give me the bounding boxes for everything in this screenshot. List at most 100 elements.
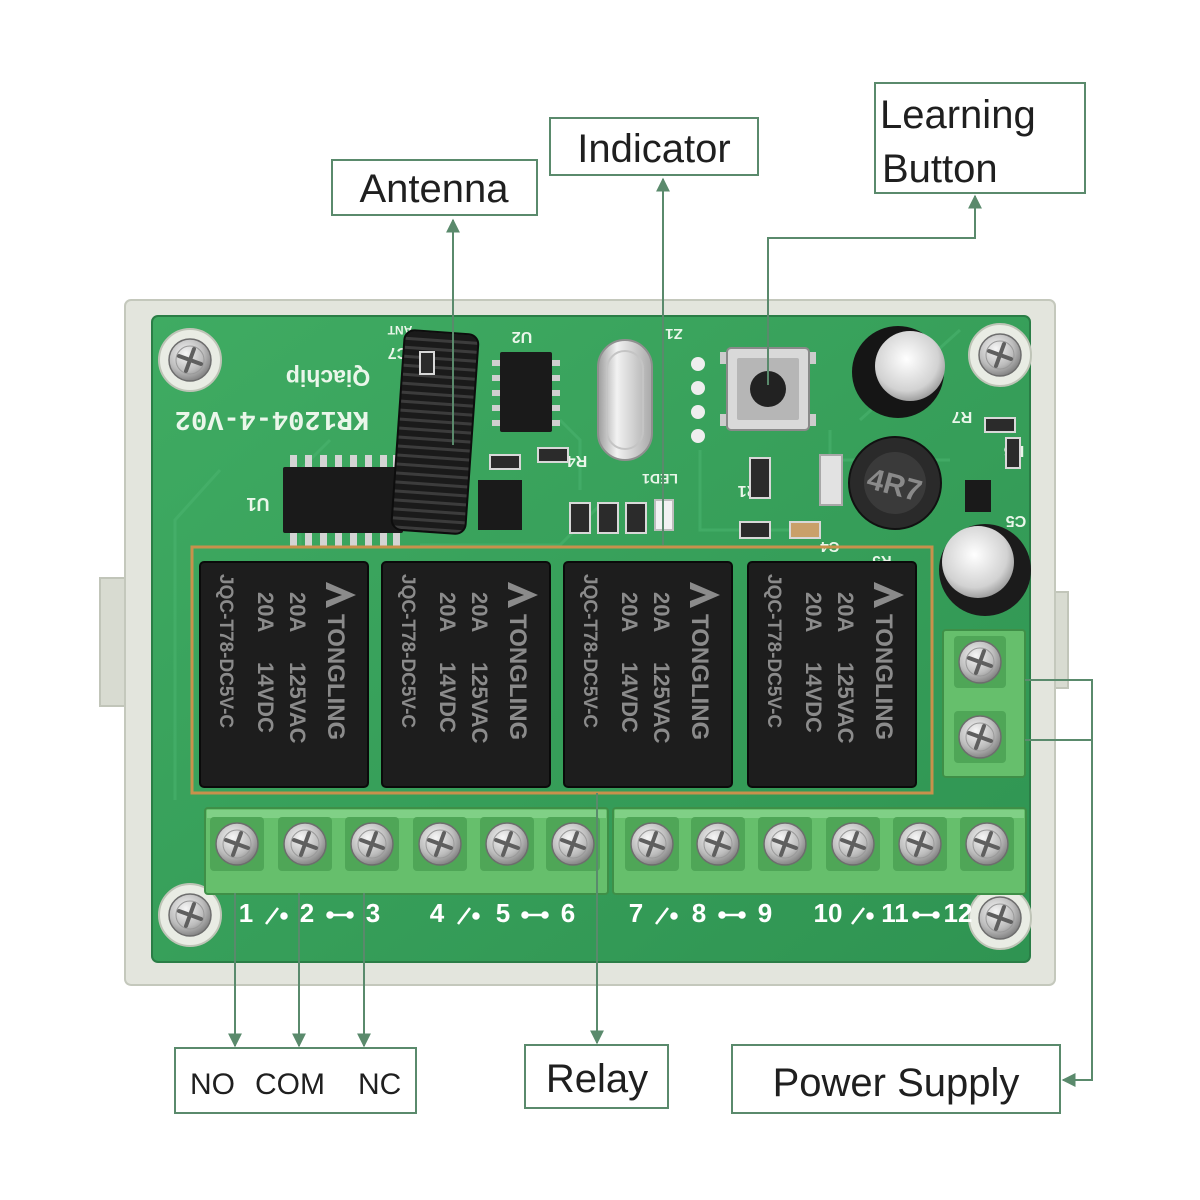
callout-box [331,159,538,216]
relay-model: JQC-T78-DC5V-C [579,574,600,728]
callout-box [524,1044,669,1109]
pad [691,405,705,419]
pad [691,357,705,371]
terminal-number: 2 [300,898,314,928]
callout-box [731,1044,1061,1114]
contact-symbols [265,907,940,925]
mounting-screw [167,892,213,938]
silkscreen: Qiachip KR1204-4-V02 ANT C7 U2 Z1 R4 LED… [175,323,1026,569]
terminal-screw [897,821,943,867]
relay-markings: TONGLING 20A 125VAC 20A 14VDC JQC-T78-DC… [215,574,356,744]
silk-r4: R4 [567,452,588,469]
smd-part [625,502,647,534]
relay-body [381,561,551,788]
relay-brand-logo [508,582,538,608]
relay-current: 20A [435,592,460,632]
terminal-number: 3 [366,898,380,928]
callout-box [174,1047,417,1114]
relay-1: TONGLING 20A 125VAC 20A 14VDC JQC-T78-DC… [199,561,369,788]
callout-label: Button [882,147,998,191]
terminal-number: 9 [758,898,772,928]
terminal-number: 4 [430,898,445,928]
no-contact-symbol-dot [280,912,288,920]
chip-body [500,352,552,432]
capacitor-top-face [942,526,1014,598]
smd-part [597,502,619,534]
relay-3: TONGLING 20A 125VAC 20A 14VDC JQC-T78-DC… [563,561,733,788]
relay-current: 20A [285,592,310,632]
relay-brand: TONGLING [870,614,897,740]
relay-brand: TONGLING [686,614,713,740]
terminal-block-lip [207,810,606,818]
relay-rating-ac: 125VAC [649,662,674,744]
mounting-holes [158,323,1032,950]
terminal-screw [629,821,675,867]
diode [819,454,843,506]
callout-label: Power Supply [773,1061,1020,1105]
relay-markings: TONGLING 20A 125VAC 20A 14VDC JQC-T78-DC… [579,574,720,744]
smd-part [749,457,771,499]
board-brand: Qiachip [286,365,370,391]
callout-label: Learning [880,93,1036,137]
chip-body [283,467,403,533]
relay-current: 20A [833,592,858,632]
mounting-screw [977,332,1023,378]
terminal-screw [282,821,328,867]
terminal-screw [762,821,808,867]
relay-brand: TONGLING [322,614,349,740]
callout-learning-button: Learning Button [874,82,1086,194]
callout-relay: Relay [524,1044,669,1109]
no-contact-symbol [265,907,279,925]
no-contact-symbol [655,907,669,925]
terminal-screw [484,821,530,867]
callout-label: Indicator [577,127,730,171]
antenna-coil [390,329,480,535]
relay-markings: TONGLING 20A 125VAC 20A 14VDC JQC-T78-DC… [763,574,904,744]
smd-part [1005,437,1021,469]
silk-u2: U2 [512,328,533,345]
switch-leg [720,414,729,426]
nc-contact-symbol-dot [521,911,529,919]
no-contact-symbol [457,907,471,925]
crystal-body [597,339,653,461]
relay-rating-ac: 125VAC [285,662,310,744]
nc-contact-symbol-dot [738,911,746,919]
terminal-screw [830,821,876,867]
relay-rating-dc: 14VDC [801,662,826,733]
nc-contact-symbol-dot [346,911,354,919]
switch-leg [807,352,816,364]
callout-label-nc: NC [358,1068,401,1101]
smd-part [984,417,1016,433]
relay-brand: TONGLING [504,614,531,740]
relay-brand-logo [690,582,720,608]
callout-box [549,117,759,176]
terminal-number: 12 [944,898,973,928]
relay-current: 20A [467,592,492,632]
relay-rating-dc: 14VDC [617,662,642,733]
relay-brand-logo [874,582,904,608]
nc-contact-symbol-dot [718,911,726,919]
terminal-block-lip [615,810,1024,818]
relay-rating-dc: 14VDC [253,662,278,733]
silk-c5: C5 [1006,512,1027,529]
relay-model: JQC-T78-DC5V-C [397,574,418,728]
relay-body [563,561,733,788]
relay-body [199,561,369,788]
silk-z1: Z1 [665,325,683,342]
mounting-screw [167,337,213,383]
terminal-screw [695,821,741,867]
antenna-coil-body [390,329,480,535]
no-contact-symbol-dot [670,912,678,920]
capacitor-bottom [939,524,1031,616]
inductor-core [864,452,926,514]
power-supply-leader-line [1025,679,1093,1087]
pad [691,429,705,443]
terminal-number: 8 [692,898,706,928]
relay-markings: TONGLING 20A 125VAC 20A 14VDC JQC-T78-DC… [397,574,538,744]
no-contact-symbol-dot [866,912,874,920]
no-contact-symbol-dot [472,912,480,920]
relay-model: JQC-T78-DC5V-C [763,574,784,728]
callout-label-no: NO [190,1068,235,1101]
